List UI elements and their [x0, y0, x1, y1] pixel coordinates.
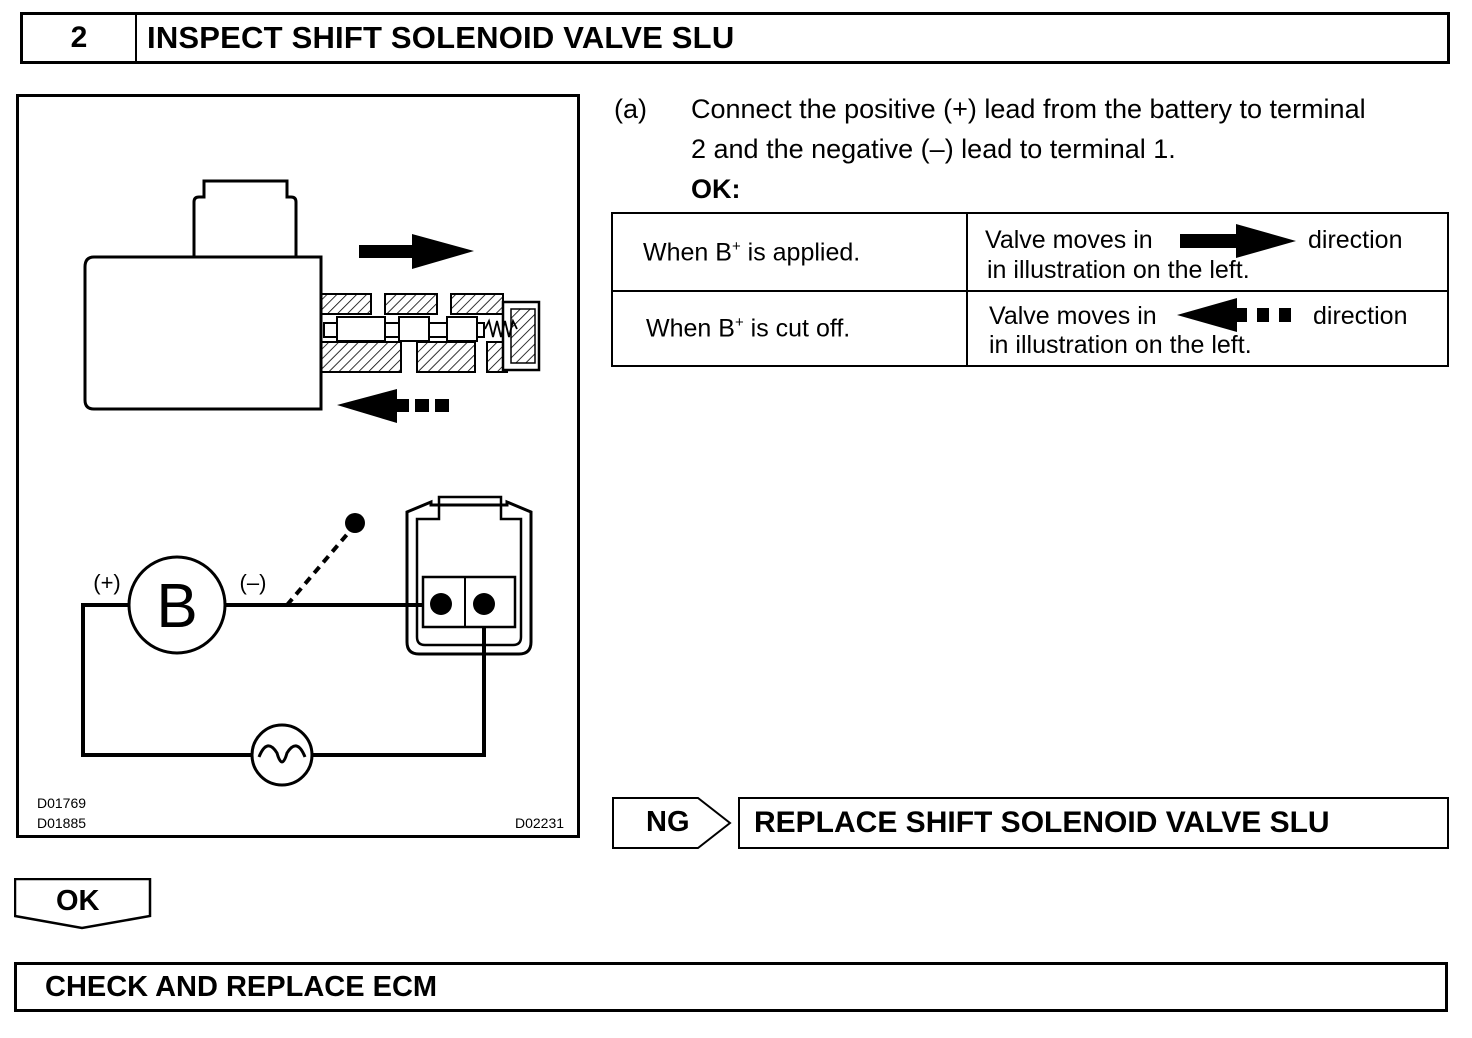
ok-arrow-icon — [14, 878, 152, 930]
solenoid-diagram: B (+) (–) — [81, 179, 541, 787]
solenoid-connector-housing — [192, 179, 298, 257]
table-row-2-direction: direction — [1313, 302, 1408, 330]
instruction-line-2: 2 and the negative (–) lead to terminal … — [691, 134, 1176, 164]
table-row-1-result-line2: in illustration on the left. — [987, 256, 1250, 284]
test-circuit: B (+) (–) — [81, 495, 533, 787]
table-row-1-condition: When B+ is applied. — [643, 238, 861, 267]
solenoid-illustration: B (+) (–) D01769 D01885 D02231 — [16, 94, 580, 838]
table-row-1-direction: direction — [1308, 226, 1403, 254]
substep-letter: (a) — [614, 94, 647, 124]
ok-label: OK — [56, 885, 100, 917]
figure-code-1: D01769 — [37, 795, 87, 811]
dashed-left-arrow-icon — [1177, 298, 1291, 332]
valve-cross-section — [320, 293, 541, 373]
instruction-line-1: Connect the positive (+) lead from the b… — [691, 94, 1366, 124]
step-header: 2 INSPECT SHIFT SOLENOID VALVE SLU — [20, 12, 1450, 64]
ok-spec-label: OK: — [691, 174, 741, 204]
solenoid-body — [83, 255, 323, 411]
battery-label: B — [156, 572, 197, 641]
solid-right-arrow-icon — [359, 234, 474, 269]
table-row-2-result-line2: in illustration on the left. — [989, 331, 1252, 359]
final-action-box: CHECK AND REPLACE ECM — [14, 962, 1448, 1012]
table-row-1-result-prefix: Valve moves in — [985, 226, 1153, 254]
ng-arrow-icon — [612, 797, 732, 849]
step-number: 2 — [23, 15, 137, 61]
figure-code-2: D01885 — [37, 815, 87, 831]
result-table: When B+ is applied. Valve moves in direc… — [611, 212, 1449, 367]
ng-action-box: REPLACE SHIFT SOLENOID VALVE SLU — [738, 797, 1449, 849]
dashed-left-arrow-icon — [337, 389, 449, 423]
solid-right-arrow-icon — [1180, 224, 1296, 258]
positive-label: (+) — [93, 570, 121, 595]
negative-label: (–) — [240, 570, 267, 595]
table-row-2-result-prefix: Valve moves in — [989, 302, 1157, 330]
table-row-2-condition: When B+ is cut off. — [646, 314, 851, 343]
figure-code-3: D02231 — [515, 815, 565, 831]
ng-label: NG — [646, 806, 690, 838]
step-title: INSPECT SHIFT SOLENOID VALVE SLU — [147, 20, 735, 55]
